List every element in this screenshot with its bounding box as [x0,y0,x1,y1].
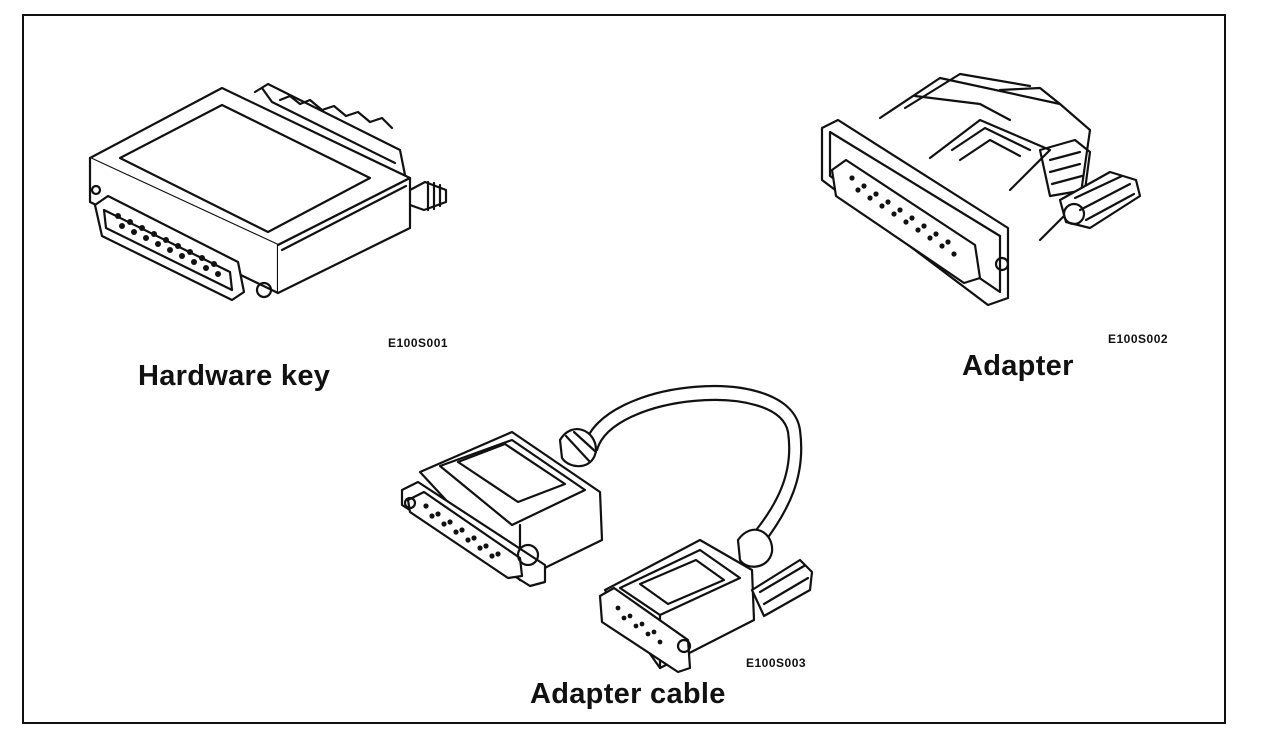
adapter-cable-code: E100S003 [746,656,807,670]
hardware-key-illustration [88,82,448,302]
hardware-key-code: E100S001 [388,336,449,350]
adapter-cable-label: Adapter cable [530,678,726,710]
adapter-illustration [820,72,1142,307]
adapter-code: E100S002 [1108,332,1169,346]
adapter-cable-illustration [400,384,814,674]
adapter-label: Adapter [962,350,1074,382]
hardware-key-label: Hardware key [138,360,331,392]
